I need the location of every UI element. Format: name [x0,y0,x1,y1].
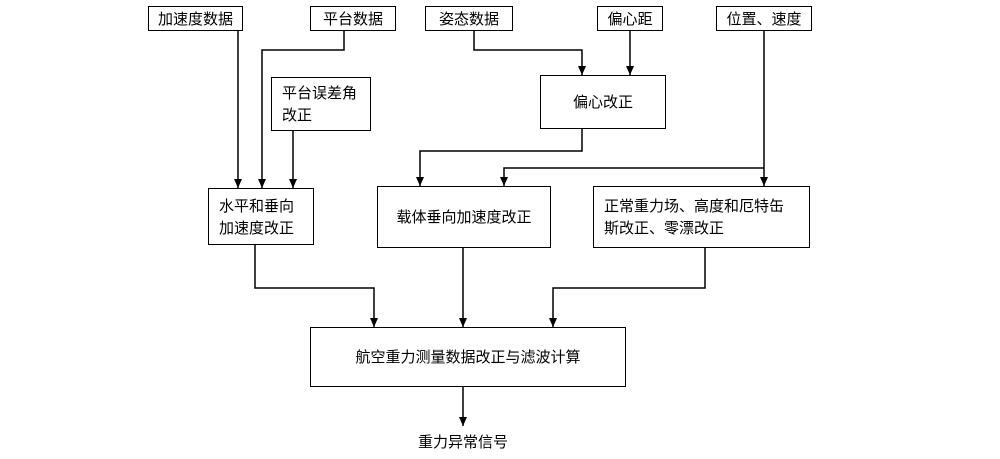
node-carrier-vertical-acc: 载体垂向加速度改正 [377,186,551,248]
node-platform-data: 平台数据 [310,6,396,31]
node-eccentric-correction-label: 偏心改正 [572,93,633,111]
node-hv-acc-correction-label: 水平和垂向 加速度改正 [219,196,295,237]
node-acc-data-label: 加速度数据 [157,9,233,28]
node-carrier-vertical-acc-label: 载体垂向加速度改正 [396,208,532,226]
arrow-attitude-to-eccentric [473,31,586,75]
arrow-hv-to-main [254,245,378,327]
node-hv-acc-correction: 水平和垂向 加速度改正 [208,188,314,245]
arrow-pos-to-carrier [500,167,764,186]
node-eccentric-correction: 偏心改正 [540,75,666,129]
node-eccentric-distance-label: 偏心距 [607,9,653,28]
node-attitude-data-label: 姿态数据 [438,9,499,28]
node-platform-error: 平台误差角 改正 [271,77,371,131]
output-gravity-anomaly: 重力异常信号 [417,433,508,451]
node-main-computation: 航空重力测量数据改正与滤波计算 [310,327,626,387]
node-pos-velocity: 位置、速度 [716,6,812,31]
node-platform-error-label: 平台误差角 改正 [282,84,358,124]
node-pos-velocity-label: 位置、速度 [726,9,802,28]
node-normal-gravity: 正常重力场、高度和厄特缶 斯改正、零漂改正 [593,186,810,248]
arrow-eccentric-to-carrier [416,129,583,186]
node-acc-data: 加速度数据 [148,6,243,31]
node-attitude-data: 姿态数据 [425,6,513,31]
arrow-platform-to-hv [258,31,345,188]
arrow-normal-to-main [549,248,706,327]
node-main-computation-label: 航空重力测量数据改正与滤波计算 [355,348,581,366]
node-normal-gravity-label: 正常重力场、高度和厄特缶 斯改正、零漂改正 [604,197,785,237]
node-platform-data-label: 平台数据 [322,9,383,28]
node-eccentric-distance: 偏心距 [597,6,663,31]
